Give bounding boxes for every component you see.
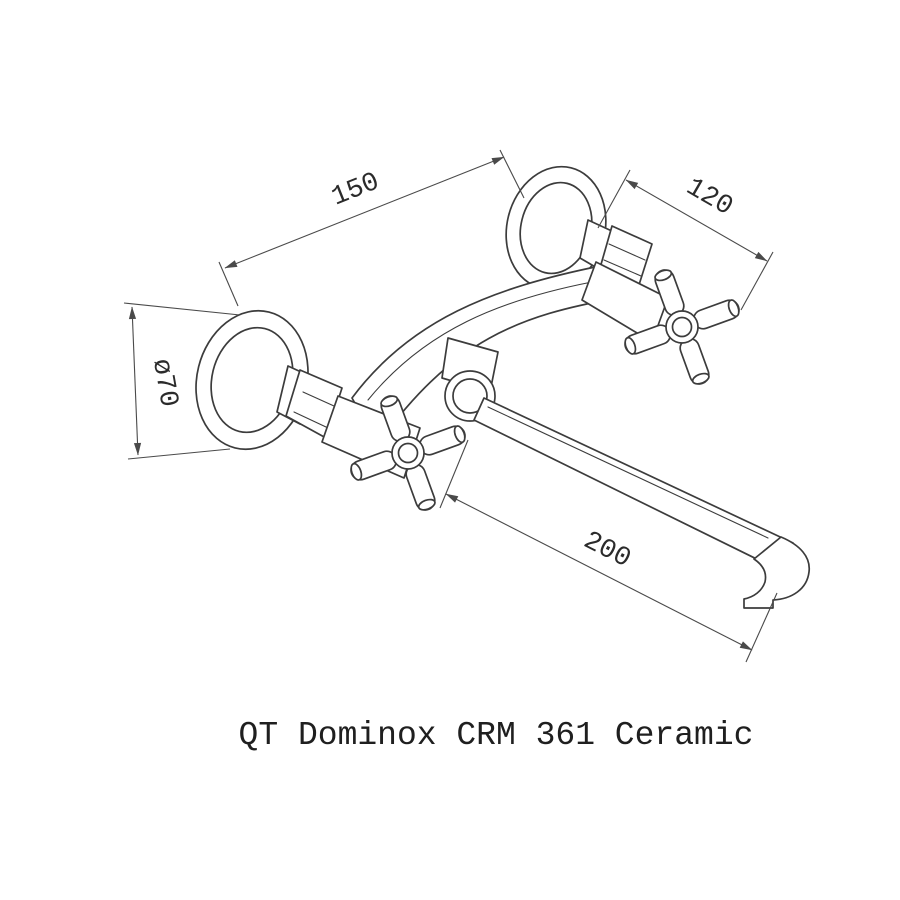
dim-label-dia70: ø70 <box>145 356 183 409</box>
left-handle-cap <box>397 442 419 464</box>
spout-tube-highlight <box>487 406 769 539</box>
right-handle-cap <box>671 316 693 338</box>
right-cross-handle <box>621 266 743 388</box>
left-cross-handle <box>347 392 469 514</box>
dim-label-200: 200 <box>578 526 635 575</box>
product-caption: QT Dominox CRM 361 Ceramic <box>239 717 754 754</box>
dimension-150: 150 <box>218 149 525 307</box>
dim-label-120: 120 <box>680 173 737 223</box>
dim-label-150: 150 <box>328 167 384 213</box>
spout <box>473 397 811 609</box>
spout-tube <box>473 397 794 571</box>
